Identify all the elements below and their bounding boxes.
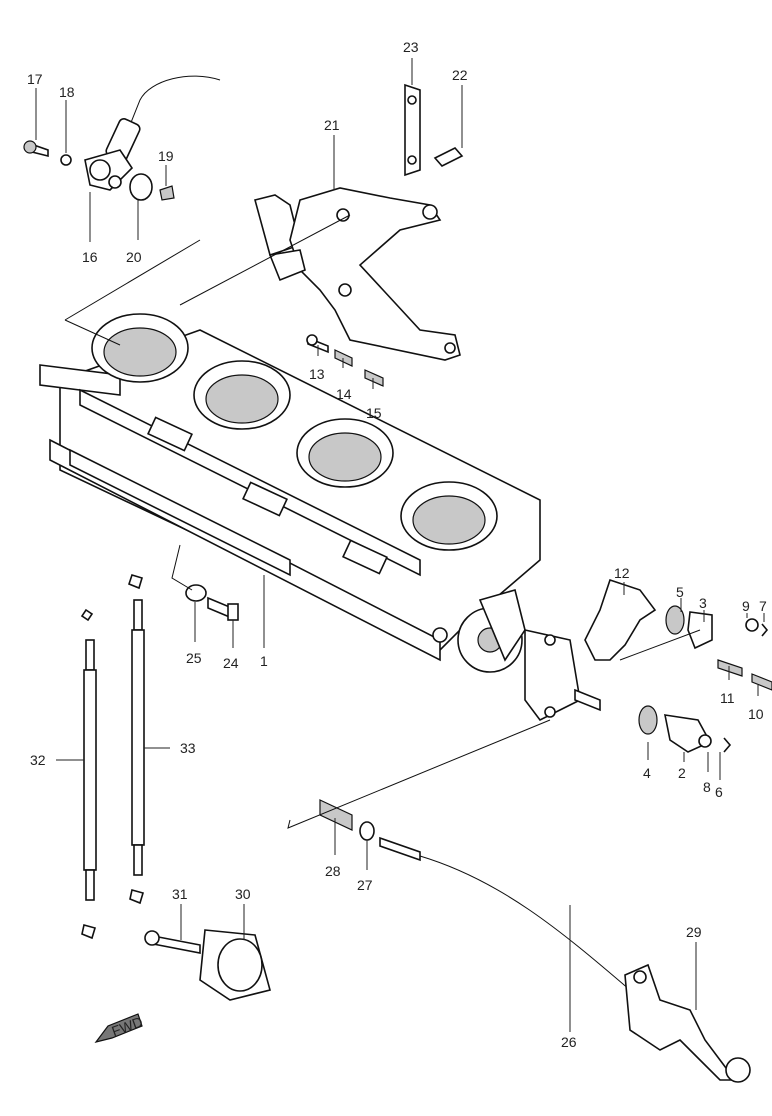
part-label-11: 11	[720, 690, 735, 706]
part-label-24: 24	[223, 655, 239, 671]
part-labels: 17 18 19 16 20 23 22 21 13 14 15 25 24 1…	[27, 39, 767, 1050]
throttle-cable-32	[80, 608, 97, 940]
part-label-10: 10	[748, 706, 764, 722]
part-label-19: 19	[158, 148, 174, 164]
part-label-18: 18	[59, 84, 75, 100]
part-label-21: 21	[324, 117, 340, 133]
part-label-7: 7	[759, 598, 767, 614]
part-label-15: 15	[366, 405, 382, 421]
cable-guide-boot	[144, 929, 271, 1001]
part-label-13: 13	[309, 366, 325, 382]
part-label-16: 16	[82, 249, 98, 265]
part-label-5: 5	[676, 584, 684, 600]
leader-lines	[35, 58, 765, 1032]
part-label-25: 25	[186, 650, 202, 666]
fwd-label: FWD	[109, 1013, 144, 1039]
part-label-23: 23	[403, 39, 419, 55]
choke-cable-assembly	[319, 799, 751, 1083]
part-label-8: 8	[703, 779, 711, 795]
part-label-26: 26	[561, 1034, 577, 1050]
part-label-29: 29	[686, 924, 702, 940]
part-label-12: 12	[614, 565, 630, 581]
part-label-22: 22	[452, 67, 468, 83]
part-label-4: 4	[643, 765, 651, 781]
throttle-body-assembly	[39, 313, 541, 673]
part-label-1: 1	[260, 653, 268, 669]
part-label-2: 2	[678, 765, 686, 781]
part-label-3: 3	[699, 595, 707, 611]
part-label-6: 6	[715, 784, 723, 800]
part-label-20: 20	[126, 249, 142, 265]
throttle-cable-33	[128, 574, 145, 905]
part-label-33: 33	[180, 740, 196, 756]
throttle-cable-bracket	[254, 83, 464, 361]
part-label-32: 32	[30, 752, 46, 768]
part-label-31: 31	[172, 886, 188, 902]
part-label-9: 9	[742, 598, 750, 614]
throttle-position-sensor-group	[23, 75, 221, 201]
part-label-14: 14	[336, 386, 352, 402]
mounting-bolt	[185, 584, 239, 621]
part-label-27: 27	[357, 877, 373, 893]
part-label-30: 30	[235, 886, 251, 902]
throttle-lever-group	[524, 578, 772, 753]
part-label-17: 17	[27, 71, 43, 87]
forward-direction-marker: FWD	[94, 1013, 145, 1043]
part-label-28: 28	[325, 863, 341, 879]
